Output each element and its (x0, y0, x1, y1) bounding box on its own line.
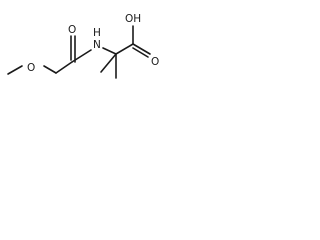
bond-carboxyl-oxygen-b (132, 47, 149, 58)
chemical-structure-diagram: O O N H OH O (7, 13, 159, 79)
bond-nitrogen-quaternary-carbon (102, 47, 117, 55)
atom-labels: O O N H OH O (27, 13, 159, 74)
methoxy-oxygen-label: O (27, 62, 35, 74)
bonds (7, 25, 151, 79)
bond-carboxyl-oxygen-a (132, 43, 151, 55)
bond-quaternary-carboxyl (115, 43, 134, 55)
bond-methoxy-oxygen-ch2 (43, 65, 57, 74)
acid-oxygen-label: O (151, 56, 159, 68)
bond-ch2-carbonyl (55, 61, 73, 74)
bond-quaternary-methyl-left (100, 53, 117, 73)
amide-hydrogen-label: H (93, 27, 101, 39)
amide-nitrogen-label: N (93, 39, 101, 51)
acid-hydroxyl-label: OH (125, 13, 141, 25)
bond-methyl-methoxy-oxygen (7, 65, 23, 75)
bond-carbonyl-nitrogen (71, 49, 92, 63)
amide-oxygen-label: O (68, 24, 76, 36)
